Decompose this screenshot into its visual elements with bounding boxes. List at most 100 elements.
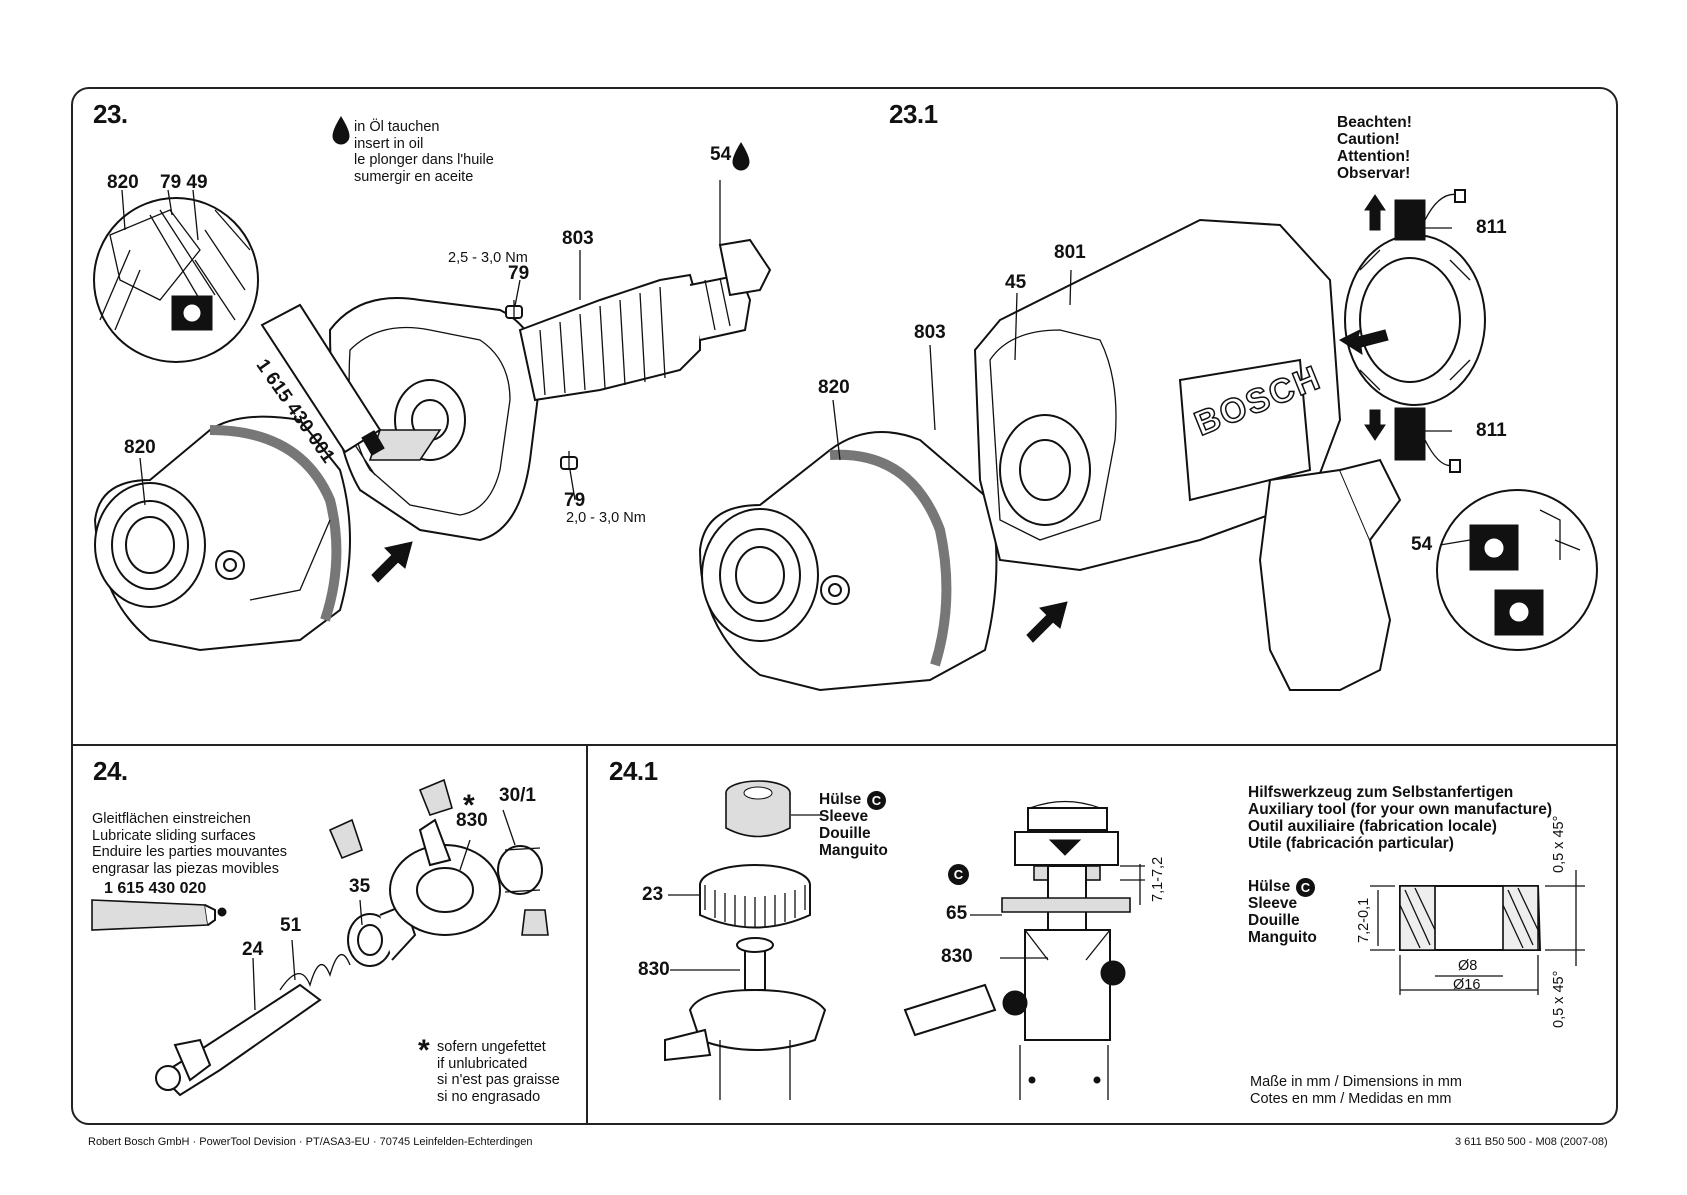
gear-housing-820	[93, 415, 351, 652]
oil-note: in Öl tauchen insert in oil le plonger d…	[354, 119, 494, 185]
part-label-45: 45	[1005, 272, 1027, 293]
part-label-65: 65	[946, 903, 968, 924]
unlubricated-es: si no engrasado	[437, 1088, 541, 1105]
bearing-flange-830-detail	[664, 937, 827, 1100]
grease-tube-020	[91, 899, 227, 931]
unlubricated-fr: si n'est pas graisse	[437, 1072, 560, 1088]
section-24-1-title: 24.1	[609, 756, 658, 786]
tool-title-de: Hilfswerkzeug zum Selbstanfertigen	[1248, 784, 1514, 801]
part-label-35: 35	[349, 876, 371, 897]
units-note: Maße in mm / Dimensions in mm Cotes en m…	[1250, 1074, 1462, 1107]
sleeve-label: Hülse Sleeve Douille Manguito	[819, 791, 888, 859]
carbon-brush-811-top	[1394, 189, 1466, 241]
section-24-title: 24.	[93, 756, 128, 786]
c-mark-icon-fixture: C	[948, 864, 969, 885]
sleeve-es: Manguito	[819, 842, 888, 859]
part-label-30-1: 30/1	[499, 785, 536, 806]
divider-vertical	[586, 744, 588, 1125]
c-mark-icon: C	[867, 791, 886, 810]
divider-horizontal	[71, 744, 1618, 746]
footer-company: Robert Bosch GmbH · PowerTool Devision ·…	[88, 1136, 533, 1148]
oil-drop-icon	[732, 142, 750, 171]
lubricate-es: engrasar las piezas movibles	[92, 860, 279, 877]
bearing-flange-830	[389, 818, 501, 936]
sleeve-part	[725, 780, 791, 838]
grease-tube-020-label: 1 615 430 020	[104, 880, 207, 897]
grease-nozzles	[328, 778, 549, 936]
part-label-820-right: 820	[818, 377, 850, 398]
tool-title-fr: Outil auxiliaire (fabrication locale)	[1248, 818, 1497, 835]
units-line-2: Cotes en mm / Medidas en mm	[1250, 1090, 1452, 1107]
gear-housing-820-right	[698, 431, 998, 692]
part-label-811-top: 811	[1476, 217, 1507, 238]
armature-803	[518, 238, 772, 402]
diameter-8: Ø8	[1458, 958, 1478, 974]
lubricate-fr: Enduire les parties mouvantes	[92, 844, 288, 860]
screw-79-top	[505, 300, 523, 319]
grease-tube-001	[260, 303, 385, 476]
sleeve-fr: Douille	[819, 825, 871, 842]
part-label-54-right: 54	[1411, 534, 1433, 555]
oil-note-fr: le plonger dans l'huile	[354, 152, 494, 168]
warning-es: Observar!	[1337, 165, 1411, 182]
oil-drop-icon	[332, 116, 350, 145]
unlubricated-de: sofern ungefettet	[437, 1039, 546, 1055]
left-arrow-icon	[1338, 329, 1389, 356]
screw-79-bottom	[560, 451, 578, 470]
direction-arrow	[1026, 601, 1068, 643]
lubricate-de: Gleitflächen einstreichen	[92, 811, 251, 827]
part-label-51: 51	[280, 915, 302, 936]
torque-value-top: 2,5 - 3,0 Nm	[448, 250, 528, 266]
diagram-frame	[71, 87, 1618, 1125]
footer-document-number: 3 611 B50 500 - M08 (2007-08)	[1455, 1136, 1608, 1148]
part-label-830-detail: 830	[638, 959, 670, 980]
tool-title-es: Utile (fabricación particular)	[1248, 835, 1454, 852]
carbon-brush-811-bottom	[1394, 407, 1461, 473]
asterisk-mark: *	[463, 789, 475, 822]
motor-housing-801	[973, 218, 1342, 572]
part-label-830-fixture: 830	[941, 946, 973, 967]
part-label-79-bottom: 79	[564, 490, 586, 511]
sleeve-de: Hülse	[819, 791, 862, 808]
warning-note: Beachten! Caution! Attention! Observar!	[1337, 114, 1412, 182]
motor-housing	[328, 297, 542, 542]
part-label-79-top: 79	[508, 263, 530, 284]
warning-en: Caution!	[1337, 131, 1400, 148]
unlubricated-note: sofern ungefettet if unlubricated si n'e…	[437, 1039, 560, 1105]
sleeve-label-tool: Hülse Sleeve Douille Manguito	[1248, 878, 1317, 946]
sleeve2-es: Manguito	[1248, 929, 1317, 946]
tool-title-en: Auxiliary tool (for your own manufacture…	[1248, 801, 1552, 818]
part-label-803: 803	[562, 228, 594, 249]
torque-value-bottom: 2,0 - 3,0 Nm	[566, 510, 646, 526]
units-line-1: Maße in mm / Dimensions in mm	[1250, 1074, 1462, 1090]
warning-de: Beachten!	[1337, 114, 1412, 131]
part-label-54: 54	[710, 144, 732, 165]
oil-note-es: sumergir en aceite	[354, 168, 474, 185]
direction-arrow	[371, 541, 413, 583]
detail-circle-bearing	[1436, 489, 1598, 651]
press-fixture-section	[903, 800, 1131, 1100]
asterisk-mark-note: *	[418, 1034, 430, 1067]
drive-spindle-24	[155, 983, 322, 1097]
part-label-820-detail: 820	[107, 172, 139, 193]
down-arrow-icon	[1364, 409, 1386, 441]
chamfer-top: 0,5 x 45°	[1551, 815, 1567, 873]
sleeve2-fr: Douille	[1248, 912, 1300, 929]
handle-grip	[1258, 458, 1402, 691]
up-arrow-icon	[1364, 194, 1386, 231]
part-label-23: 23	[642, 884, 664, 905]
height-dimension: 7,2-0,1	[1356, 897, 1372, 943]
section-23-1-title: 23.1	[889, 99, 938, 129]
lubricate-note: Gleitflächen einstreichen Lubricate slid…	[92, 811, 287, 877]
part-label-803-right: 803	[914, 322, 946, 343]
oil-note-de: in Öl tauchen	[354, 119, 440, 135]
chamfer-bottom: 0,5 x 45°	[1551, 970, 1567, 1028]
spring-51	[279, 954, 351, 991]
part-label-811-bottom: 811	[1476, 420, 1507, 441]
depth-dimension: 7,1-7,2	[1150, 856, 1166, 902]
part-label-79-49: 79 49	[160, 172, 208, 193]
unlubricated-en: if unlubricated	[437, 1055, 528, 1072]
section-23-title: 23.	[93, 99, 128, 129]
part-label-24: 24	[242, 939, 264, 960]
